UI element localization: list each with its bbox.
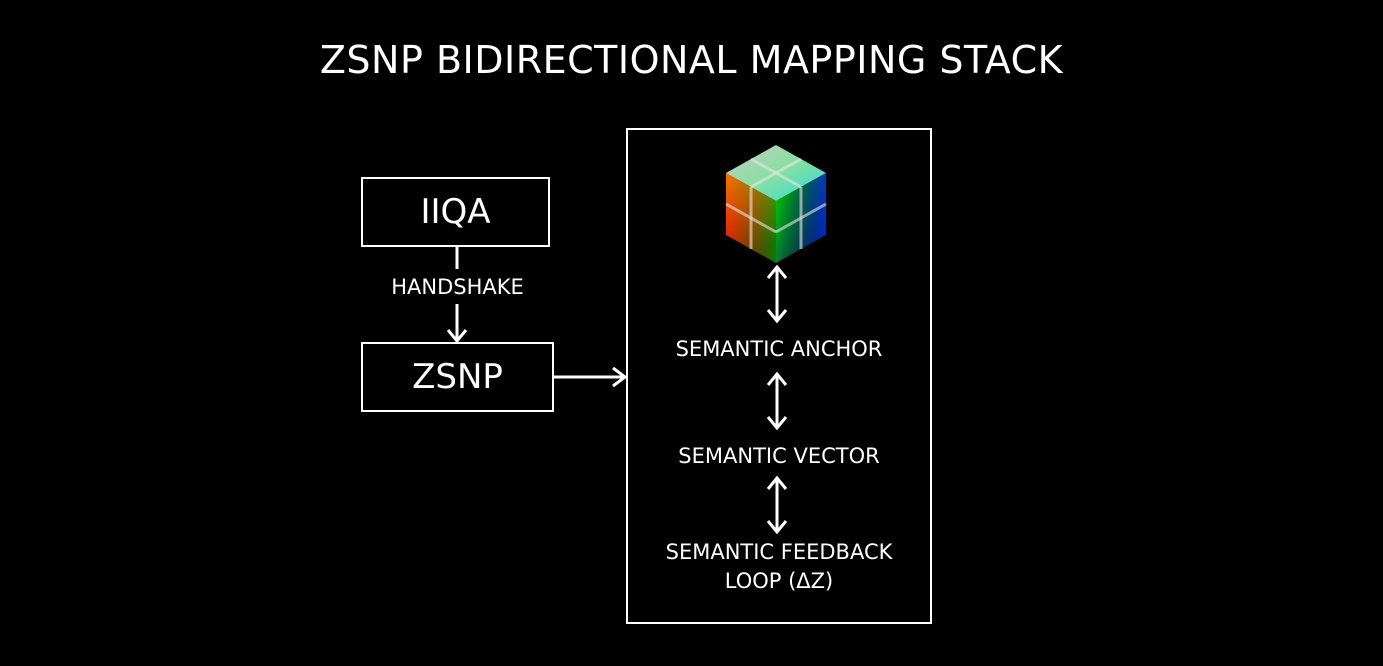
bidirectional-arrow-icon — [766, 371, 788, 431]
iiqa-label: IIQA — [420, 192, 491, 232]
diagram-title: ZSNP BIDIRECTIONAL MAPPING STACK — [319, 38, 1064, 82]
semantic-anchor-layer: SEMANTIC ANCHOR — [675, 337, 883, 361]
iiqa-box: IIQA — [361, 177, 550, 247]
arrow-down-icon — [446, 304, 468, 344]
mapping-stack-panel — [626, 128, 932, 624]
bidirectional-arrow-icon — [766, 475, 788, 535]
arrow-right-icon — [554, 366, 628, 388]
bidirectional-arrow-icon — [766, 264, 788, 324]
zsnp-box: ZSNP — [361, 342, 554, 412]
handshake-label: HANDSHAKE — [391, 275, 524, 299]
zsnp-label: ZSNP — [412, 357, 503, 397]
handshake-connector-line — [455, 247, 459, 269]
rgb-color-cube-icon — [725, 145, 827, 263]
semantic-vector-layer: SEMANTIC VECTOR — [678, 444, 880, 468]
semantic-feedback-loop-layer: SEMANTIC FEEDBACK LOOP (ΔZ) — [665, 540, 893, 593]
